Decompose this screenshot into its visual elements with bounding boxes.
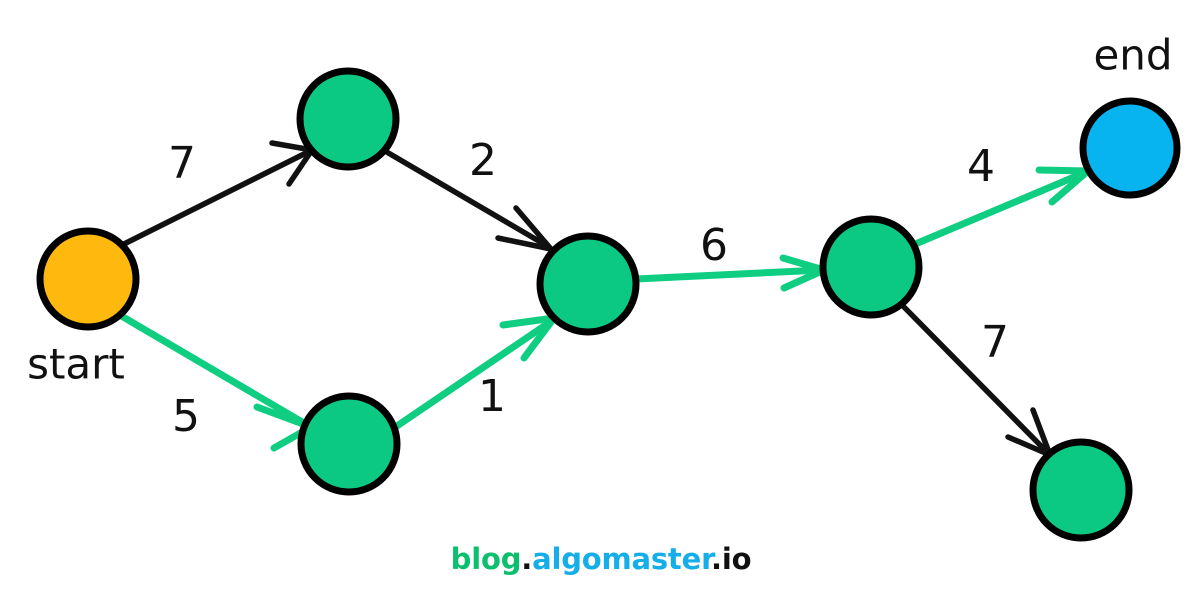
edge-weight-label: 5 bbox=[172, 391, 200, 442]
node-circle[interactable] bbox=[536, 232, 640, 336]
watermark-io: .io bbox=[711, 542, 752, 576]
edge-line bbox=[390, 316, 557, 432]
node-bottom-left[interactable] bbox=[297, 392, 401, 496]
node-circle[interactable] bbox=[296, 67, 400, 171]
node-label-start: start bbox=[27, 340, 125, 389]
edge-bottom-left-to-middle: 1 bbox=[390, 314, 558, 432]
edge-line bbox=[382, 148, 552, 250]
edge-line bbox=[909, 168, 1090, 249]
node-end[interactable]: end bbox=[1079, 31, 1181, 199]
node-circle[interactable] bbox=[1079, 97, 1181, 199]
edge-line bbox=[114, 310, 313, 430]
node-label-end: end bbox=[1093, 31, 1172, 80]
arrowhead-icon bbox=[495, 205, 554, 252]
edge-line bbox=[119, 148, 313, 248]
node-top[interactable] bbox=[296, 67, 400, 171]
edge-weight-label: 4 bbox=[967, 141, 995, 192]
edge-weight-label: 7 bbox=[168, 138, 196, 189]
node-bottom-right[interactable] bbox=[1029, 438, 1133, 542]
node-right[interactable] bbox=[819, 215, 923, 319]
edge-line bbox=[632, 266, 826, 283]
node-start[interactable]: start bbox=[27, 227, 140, 389]
edge-start-to-bottom-left: 5 bbox=[114, 310, 315, 452]
edge-right-to-end: 4 bbox=[909, 141, 1092, 249]
watermark-dot: . bbox=[521, 542, 533, 576]
edge-right-to-bottom-right: 7 bbox=[900, 303, 1053, 458]
node-circle[interactable] bbox=[1029, 438, 1133, 542]
arrowhead-icon bbox=[269, 140, 315, 187]
node-circle[interactable] bbox=[297, 392, 401, 496]
watermark-algomaster: algomaster bbox=[532, 542, 712, 576]
edge-middle-to-right: 6 bbox=[632, 220, 828, 292]
edge-line bbox=[900, 303, 1051, 456]
edge-weight-label: 1 bbox=[478, 371, 506, 422]
watermark-blog: blog bbox=[450, 542, 522, 576]
node-circle[interactable] bbox=[36, 227, 140, 331]
edge-start-to-top: 7 bbox=[119, 138, 315, 248]
edge-weight-label: 6 bbox=[700, 220, 728, 271]
node-middle[interactable] bbox=[536, 232, 640, 336]
edge-weight-label: 7 bbox=[981, 317, 1009, 368]
node-circle[interactable] bbox=[819, 215, 923, 319]
edge-top-to-middle: 2 bbox=[382, 135, 554, 252]
watermark: blog.algomaster.io bbox=[0, 542, 1202, 576]
edge-weight-label: 2 bbox=[469, 135, 497, 186]
